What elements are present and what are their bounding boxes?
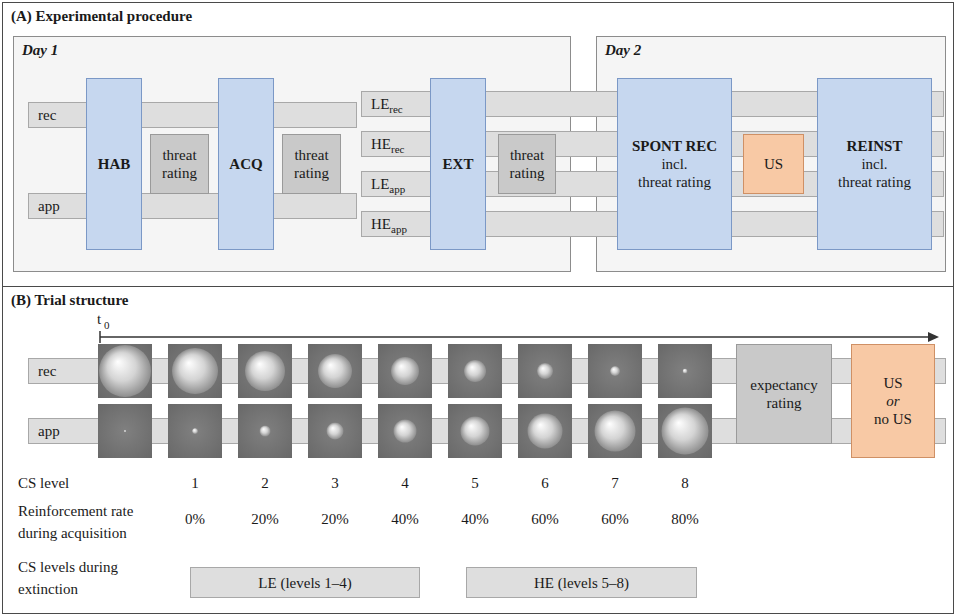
label-anchor: 40%	[461, 510, 489, 528]
node-text: US	[764, 155, 783, 173]
label-anchor: 40%	[391, 510, 419, 528]
node-text: rec	[38, 106, 56, 124]
time-label: t	[97, 310, 101, 328]
node-text: or	[886, 392, 899, 410]
node-text: REINST	[847, 137, 903, 155]
cs-level-number: 7	[611, 474, 619, 492]
node-text: threat rating	[838, 173, 911, 191]
figure-panel: (B) Trial structure rec app expectancy rati…	[2, 286, 954, 614]
phase-box: HAB	[86, 78, 142, 250]
node-text: expectancy rating	[739, 376, 829, 412]
label-anchor: 5	[471, 474, 479, 492]
node-text: HE	[371, 215, 391, 233]
node-text: threat rating	[638, 173, 711, 191]
reinforcement-rate: 20%	[321, 510, 349, 528]
node-text: app	[389, 183, 405, 195]
node-text: HE	[371, 135, 391, 153]
reinforcement-rate: 40%	[391, 510, 419, 528]
cs-level-number: 8	[681, 474, 689, 492]
phase-box: REINSTincl.threat rating	[817, 78, 932, 250]
node-text: LE	[371, 95, 389, 113]
cs-level-number: 5	[471, 474, 479, 492]
node-text: LE (levels 1–4)	[258, 574, 351, 592]
reinforcement-rate: 0%	[185, 510, 205, 528]
reinforcement-rate: 60%	[531, 510, 559, 528]
node-text: rec	[389, 103, 402, 115]
phase-box: EXT	[430, 78, 486, 250]
label-anchor: 0	[104, 319, 110, 331]
node-text: threat rating	[285, 146, 338, 182]
panel-title: (A) Experimental procedure	[11, 7, 192, 25]
label-anchor: 4	[401, 474, 409, 492]
extinction-level-box: LE (levels 1–4)	[190, 567, 420, 598]
node-text: app	[391, 223, 407, 235]
cs-level-number: 1	[191, 474, 199, 492]
row-heading: CS level	[18, 474, 69, 492]
label-anchor: 60%	[601, 510, 629, 528]
condition-band: app	[28, 193, 357, 219]
row-heading: Reinforcement rate during acquisition	[18, 500, 158, 544]
node-text: threat rating	[153, 146, 206, 182]
label-anchor: 3	[331, 474, 339, 492]
label-anchor: 8	[681, 474, 689, 492]
node-text: incl.	[661, 155, 687, 173]
cs-level-number: 6	[541, 474, 549, 492]
node-text: app	[38, 422, 60, 440]
node-text: threat rating	[501, 146, 553, 182]
label-anchor: Reinforcement rate during acquisition	[18, 500, 158, 544]
node-text: incl.	[861, 155, 887, 173]
label-anchor: 2	[261, 474, 269, 492]
node-text: HE (levels 5–8)	[534, 574, 629, 592]
label-anchor: CS level	[18, 474, 69, 492]
node-text: SPONT REC	[632, 137, 717, 155]
extinction-level-box: HE (levels 5–8)	[466, 567, 697, 598]
cs-level-number: 2	[261, 474, 269, 492]
cs-level-number: 4	[401, 474, 409, 492]
reinforcement-rate: 20%	[251, 510, 279, 528]
node-text: ACQ	[229, 155, 262, 173]
label-anchor: t	[97, 310, 101, 328]
label-anchor: 60%	[531, 510, 559, 528]
rating-box: threat rating	[150, 134, 209, 194]
node-text: LE	[371, 175, 389, 193]
node-text: EXT	[443, 155, 474, 173]
figure-panel: (A) Experimental procedureDay 1 rec app HAB…	[2, 2, 954, 287]
label-anchor: 20%	[251, 510, 279, 528]
us-box: USorno US	[851, 344, 935, 458]
reinforcement-rate: 60%	[601, 510, 629, 528]
cs-level-number: 3	[331, 474, 339, 492]
node-text: no US	[874, 410, 912, 428]
reinforcement-rate: 80%	[671, 510, 699, 528]
row-heading: CS levels during extinction	[18, 556, 143, 600]
node-text: rec	[38, 362, 56, 380]
time-subscript: 0	[104, 319, 110, 331]
label-anchor: 7	[611, 474, 619, 492]
node-text: US	[883, 374, 902, 392]
label-anchor: 0%	[185, 510, 205, 528]
label-anchor: CS levels during extinction	[18, 556, 143, 600]
node-text: app	[38, 197, 60, 215]
panel-title: (B) Trial structure	[11, 291, 128, 309]
node-text: rec	[391, 143, 404, 155]
reinforcement-rate: 40%	[461, 510, 489, 528]
rating-box: expectancy rating	[736, 344, 832, 444]
panel-title: Day 1	[22, 41, 58, 59]
label-anchor: 6	[541, 474, 549, 492]
condition-band: rec	[28, 102, 357, 128]
node-text: HAB	[98, 155, 131, 173]
label-anchor: 1	[191, 474, 199, 492]
panel-title: Day 2	[605, 41, 641, 59]
rating-box: threat rating	[282, 134, 341, 194]
label-anchor: 80%	[671, 510, 699, 528]
rating-box: threat rating	[498, 134, 556, 194]
phase-box: ACQ	[218, 78, 274, 250]
label-anchor: 20%	[321, 510, 349, 528]
phase-box: SPONT RECincl.threat rating	[617, 78, 732, 250]
us-box: US	[743, 134, 804, 194]
